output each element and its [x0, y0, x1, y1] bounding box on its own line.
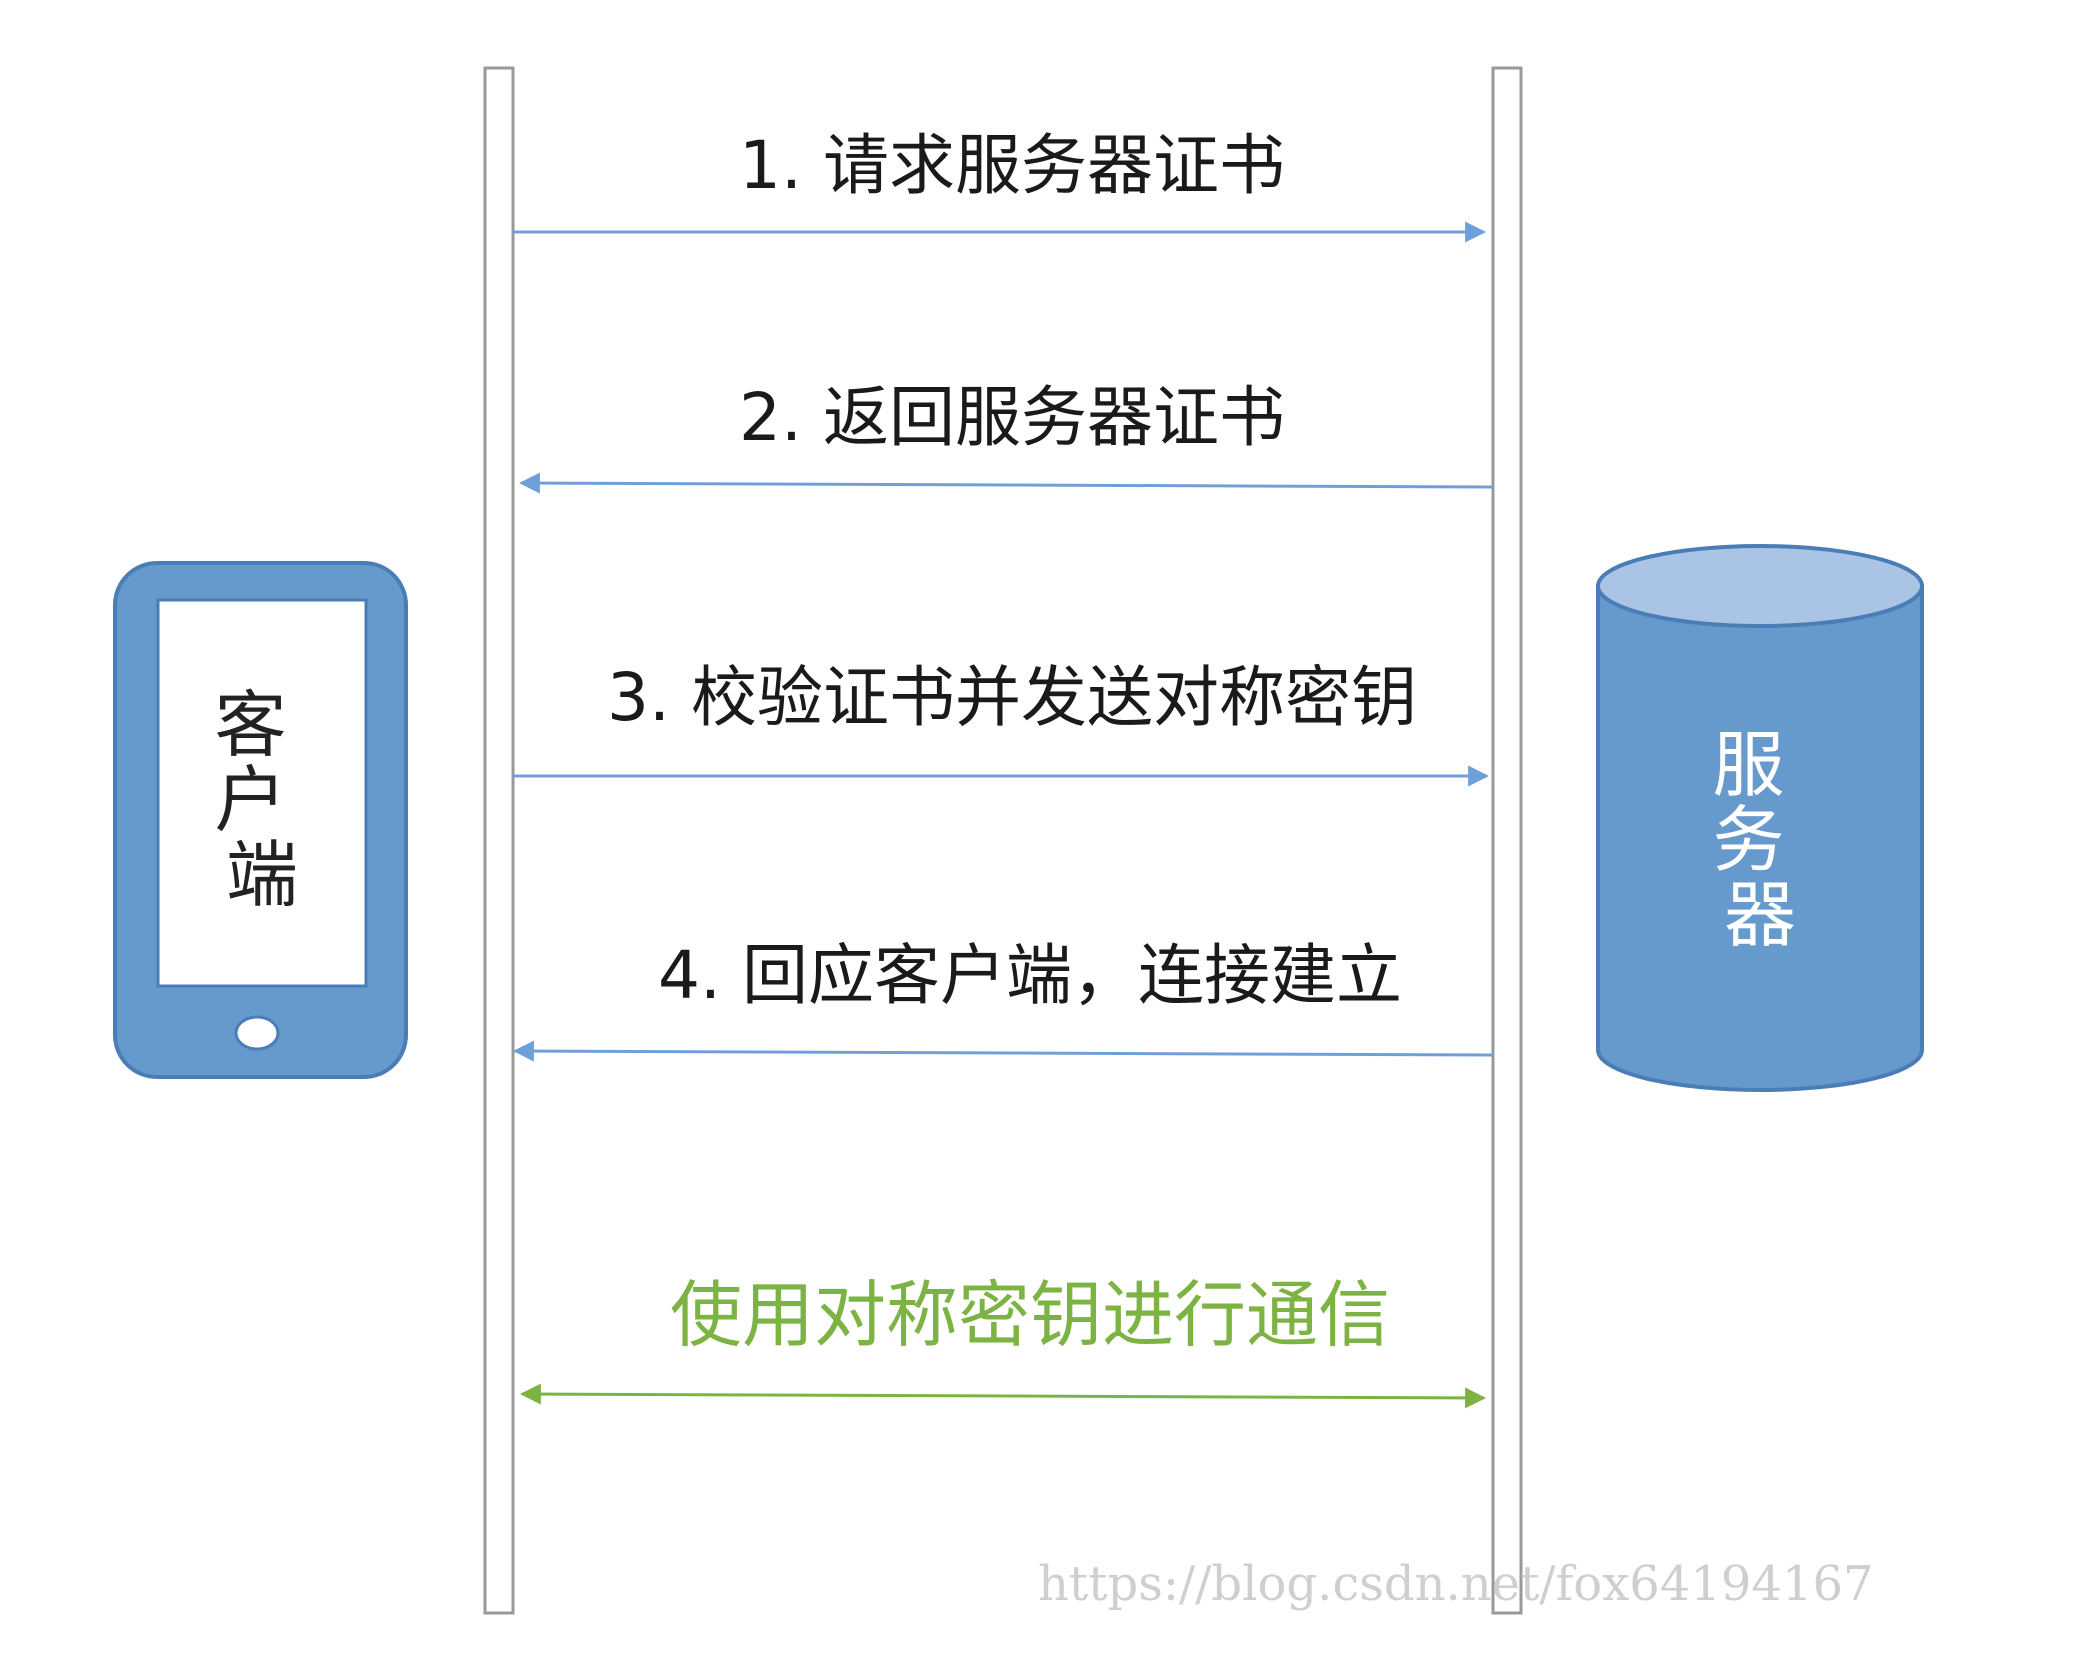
database-cylinder-icon — [1596, 584, 1924, 1092]
client-lifeline — [483, 66, 515, 1615]
message-2-label: 2. 返回服务器证书 — [739, 379, 1285, 456]
smartphone-screen — [156, 598, 368, 988]
smartphone-home-button-icon — [234, 1015, 280, 1051]
server-label-char-2: 务 — [1713, 798, 1785, 882]
message-1-label: 1. 请求服务器证书 — [739, 127, 1285, 204]
database-cylinder-top — [1596, 544, 1924, 628]
message-4-arrow — [512, 1040, 1494, 1062]
server-label-char-3: 器 — [1724, 873, 1796, 957]
final-message-arrow — [519, 1383, 1487, 1409]
watermark: https://blog.csdn.net/fox64194167 — [1038, 1556, 1874, 1612]
message-4-label: 4. 回应客户端，连接建立 — [658, 937, 1402, 1014]
server-label-char-1: 服 — [1713, 723, 1785, 807]
client-label-char-1: 客 — [215, 683, 287, 767]
client-label-char-2: 户 — [215, 758, 287, 842]
message-2-arrow — [518, 472, 1494, 494]
client-device: 客 户 端 — [113, 561, 408, 1079]
server-label: 服 务 器 — [1713, 723, 1808, 957]
client-label: 客 户 端 — [215, 683, 310, 917]
final-message-label: 使用对称密钥进行通信 — [670, 1273, 1390, 1357]
server-lifeline — [1491, 66, 1523, 1615]
client-label-char-3: 端 — [226, 833, 298, 917]
server-device: 服 务 器 — [1596, 544, 1924, 1092]
message-3-label: 3. 校验证书并发送对称密钥 — [607, 659, 1417, 736]
